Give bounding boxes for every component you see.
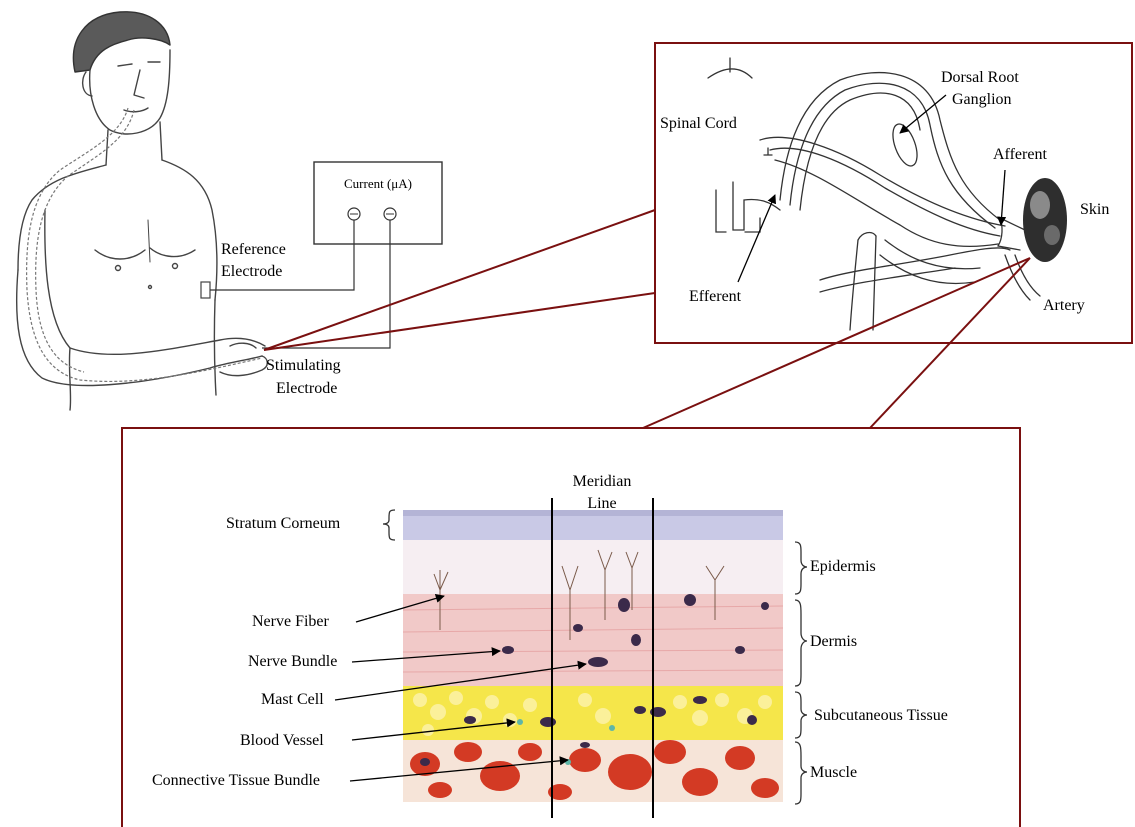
epidermis-layer xyxy=(403,540,783,594)
hair-icon xyxy=(73,12,170,72)
efferent-label: Efferent xyxy=(689,287,741,306)
stimulating-electrode-label-line1: Stimulating xyxy=(266,356,341,375)
meridian-line-label-line2: Line xyxy=(562,494,642,513)
dorsal-root-ganglion-label-line1: Dorsal Root xyxy=(941,68,1019,87)
blood-vessel-label: Blood Vessel xyxy=(240,731,324,750)
dermis-label: Dermis xyxy=(810,632,857,651)
reference-electrode-pad xyxy=(201,282,210,298)
mast-cell-label: Mast Cell xyxy=(261,690,324,709)
meridian-line-label-line1: Meridian xyxy=(562,472,642,491)
connective-tissue-bundle-label: Connective Tissue Bundle xyxy=(152,771,320,790)
spinal-cord-label: Spinal Cord xyxy=(660,114,737,133)
nerve-bundle-label: Nerve Bundle xyxy=(248,652,337,671)
skin-label: Skin xyxy=(1080,200,1109,219)
dorsal-root-ganglion-label-line2: Ganglion xyxy=(952,90,1012,109)
stimulating-electrode-label-line2: Electrode xyxy=(276,379,337,398)
nerve-fiber-label: Nerve Fiber xyxy=(252,612,329,631)
human-figure xyxy=(17,12,268,410)
muscle-label: Muscle xyxy=(810,763,857,782)
artery-label: Artery xyxy=(1043,296,1085,315)
reference-electrode-label-line2: Electrode xyxy=(221,262,282,281)
afferent-label: Afferent xyxy=(993,145,1047,164)
stratum-corneum-label: Stratum Corneum xyxy=(226,514,340,533)
skin-patch xyxy=(1023,178,1067,262)
meter-title: Current (μA) xyxy=(314,174,442,193)
reference-electrode-label-line1: Reference xyxy=(221,240,286,259)
epidermis-label: Epidermis xyxy=(810,557,876,576)
subcutaneous-tissue-label: Subcutaneous Tissue xyxy=(814,706,948,725)
